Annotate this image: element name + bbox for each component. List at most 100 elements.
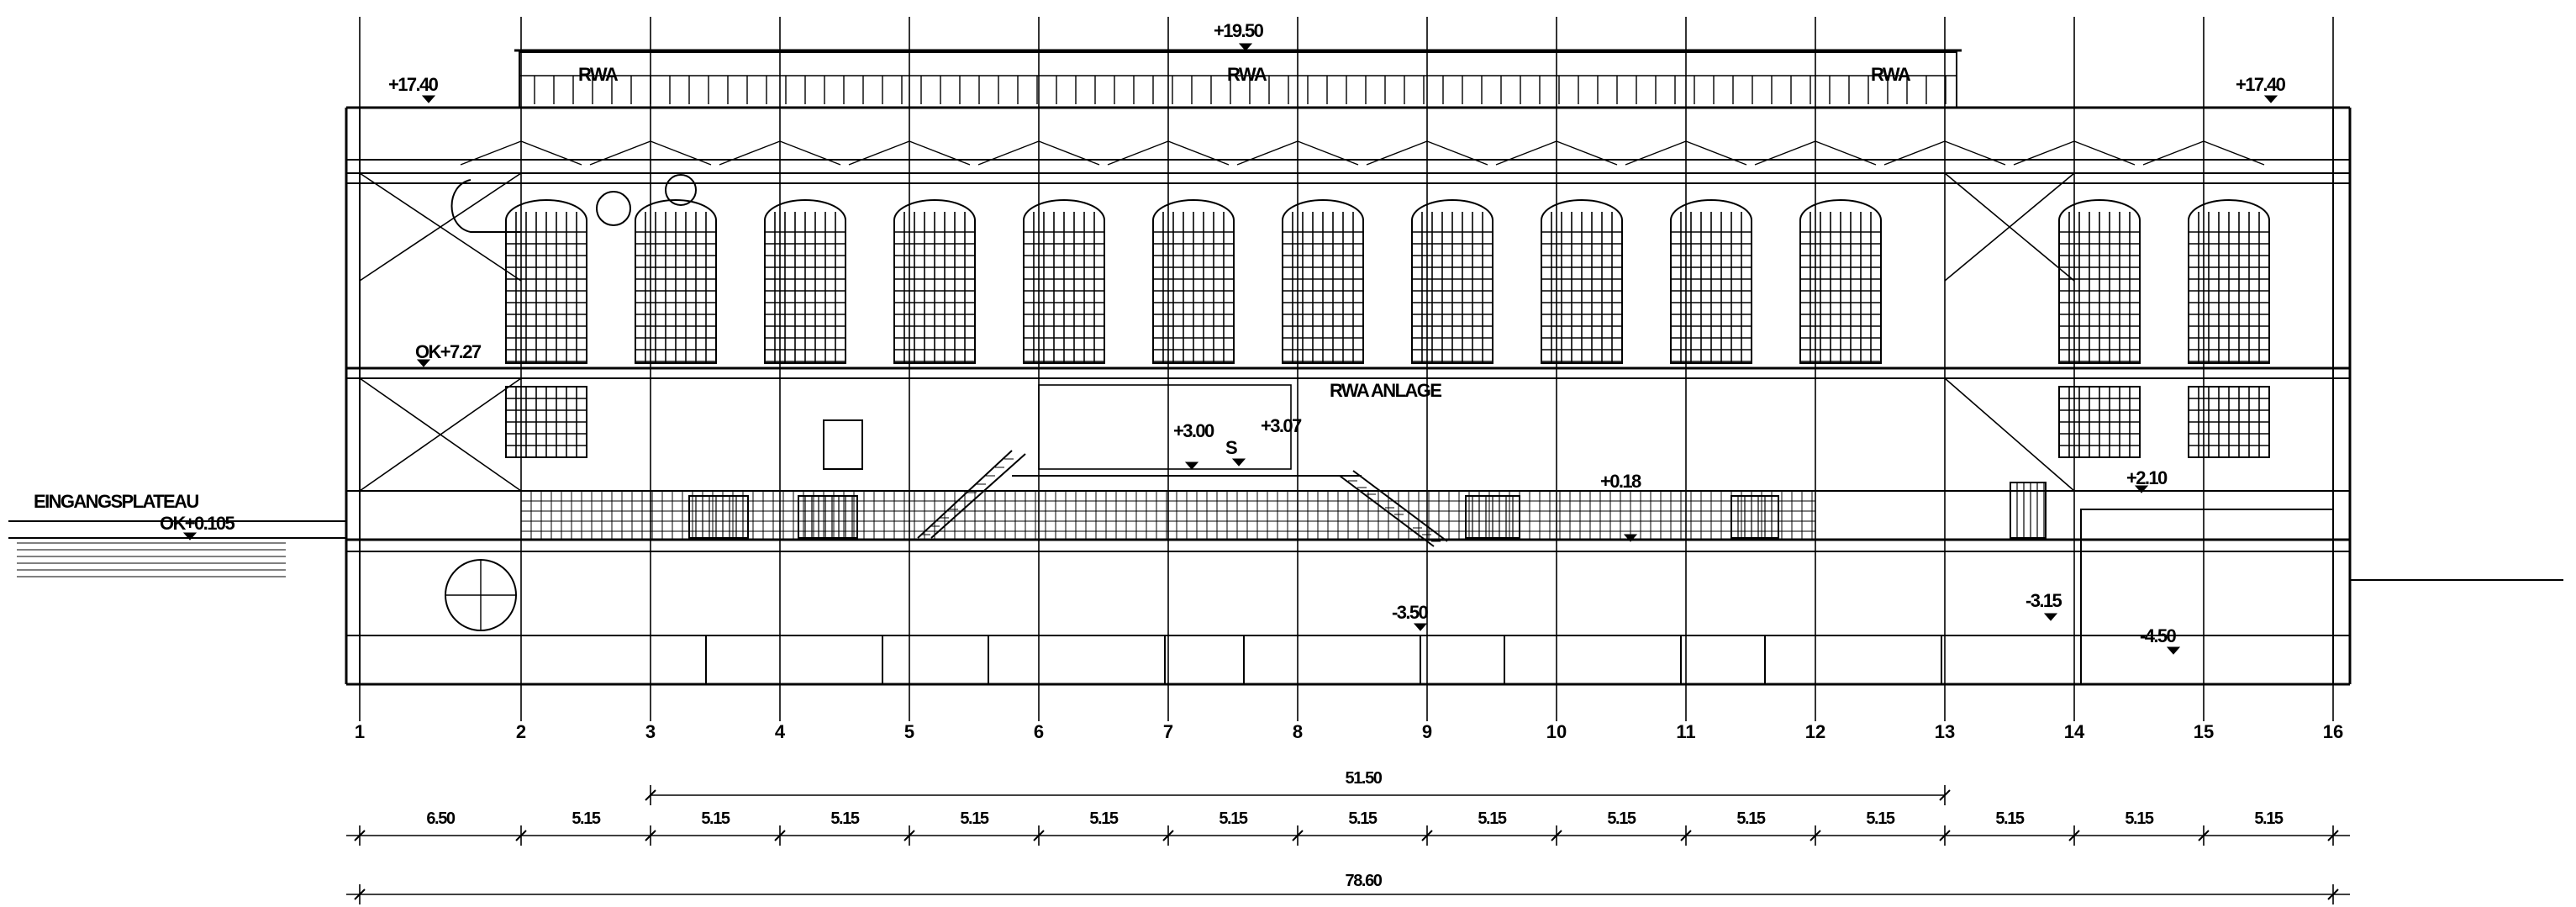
level-plus-210: +2.10 bbox=[2126, 467, 2168, 488]
dimension-tick bbox=[354, 830, 366, 841]
rwa-label-right: RWA bbox=[1871, 64, 1911, 85]
level-marker bbox=[182, 532, 198, 541]
axis-label: 9 bbox=[1422, 721, 1432, 742]
bracing bbox=[1944, 377, 2075, 492]
axis-label: 12 bbox=[1805, 721, 1825, 742]
bay-dimension: 5.15 bbox=[701, 809, 730, 828]
truss-member bbox=[1685, 140, 1747, 166]
level-minus-450: -4.50 bbox=[2140, 625, 2177, 646]
axis-label: 2 bbox=[516, 721, 526, 742]
stair-flight bbox=[1352, 470, 1448, 542]
duct-bend bbox=[450, 179, 521, 233]
drawing-linework bbox=[8, 17, 2563, 904]
arched-window bbox=[1799, 199, 1882, 364]
dimension-tick bbox=[1551, 830, 1562, 841]
stair-flight bbox=[930, 453, 1026, 539]
bay-dimension: 5.15 bbox=[1219, 809, 1248, 828]
dimension-tick bbox=[1162, 830, 1174, 841]
axis-label: 3 bbox=[645, 721, 656, 742]
arched-window bbox=[1282, 199, 1364, 364]
dimension-tick bbox=[1939, 830, 1951, 841]
axis-label: 16 bbox=[2323, 721, 2343, 742]
truss-member bbox=[520, 140, 582, 166]
truss-member bbox=[909, 140, 971, 166]
dimension-tick bbox=[354, 889, 366, 900]
bay-dimension: 5.15 bbox=[572, 809, 601, 828]
truss-member bbox=[1236, 140, 1299, 166]
axis-label: 6 bbox=[1034, 721, 1044, 742]
dimension-tick bbox=[645, 789, 656, 801]
truss-member bbox=[1107, 140, 1169, 166]
level-minus-350: -3.50 bbox=[1392, 602, 1429, 623]
dimension-tick bbox=[1680, 830, 1692, 841]
arched-window bbox=[1541, 199, 1623, 364]
dimension-tick bbox=[2198, 830, 2210, 841]
level-marker bbox=[1238, 43, 1253, 51]
truss-member bbox=[1815, 140, 1877, 166]
arched-window bbox=[2188, 199, 2270, 364]
truss-member bbox=[2142, 140, 2205, 166]
door-opening bbox=[2010, 482, 2047, 539]
bay-dimension: 5.15 bbox=[1995, 809, 2025, 828]
truss-member bbox=[1297, 140, 1359, 166]
truss-member bbox=[1883, 140, 1946, 166]
level-marker bbox=[2263, 95, 2278, 103]
arched-window bbox=[2058, 199, 2141, 364]
dimension-tick bbox=[1810, 830, 1821, 841]
level-top-center: +19.50 bbox=[1214, 20, 1264, 41]
truss-member bbox=[719, 140, 781, 166]
level-minus-315: -3.15 bbox=[2026, 590, 2062, 611]
bay-dimensions: 6.50 5.15 5.15 5.15 5.15 5.15 5.15 5.15 … bbox=[426, 809, 2284, 828]
monitor-roof bbox=[519, 51, 1957, 108]
truss-member bbox=[2013, 140, 2075, 166]
dimension-tick bbox=[1033, 830, 1045, 841]
dimension-tick bbox=[2068, 830, 2080, 841]
stair-flight bbox=[1339, 475, 1435, 547]
window-grids bbox=[505, 199, 2270, 458]
door-opening bbox=[688, 495, 749, 539]
truss-member bbox=[2073, 140, 2136, 166]
truss-member bbox=[1556, 140, 1618, 166]
axis-label: 14 bbox=[2064, 721, 2085, 742]
truss-member bbox=[848, 140, 910, 166]
truss-member bbox=[977, 140, 1040, 166]
level-marker bbox=[1623, 534, 1638, 542]
bay-dimension: 6.50 bbox=[426, 809, 456, 828]
dimension-tick bbox=[1292, 830, 1304, 841]
level-marker bbox=[416, 359, 431, 367]
bay-dimension: 5.15 bbox=[830, 809, 860, 828]
truss-member bbox=[1426, 140, 1488, 166]
axis-label: 15 bbox=[2194, 721, 2214, 742]
level-plus-018: +0.18 bbox=[1600, 471, 1641, 492]
arched-window bbox=[1023, 199, 1105, 364]
axis-label: 1 bbox=[355, 721, 365, 742]
rwa-label-left: RWA bbox=[578, 64, 619, 85]
level-marker bbox=[2166, 646, 2181, 655]
bay-dimension: 5.15 bbox=[1866, 809, 1895, 828]
level-plus-307: +3.07 bbox=[1261, 415, 1302, 436]
bay-dimension: 5.15 bbox=[960, 809, 989, 828]
truss-member bbox=[1038, 140, 1100, 166]
truss-member bbox=[1366, 140, 1428, 166]
bay-dimension: 5.15 bbox=[1607, 809, 1636, 828]
dimension-tick bbox=[2327, 889, 2339, 900]
rwa-anlage-label: RWA ANLAGE bbox=[1330, 380, 1441, 401]
level-top-right: +17.40 bbox=[2236, 74, 2286, 95]
foundation-pit bbox=[1764, 635, 1942, 685]
foundation-pit bbox=[1243, 635, 1421, 685]
axis-label: 10 bbox=[1546, 721, 1567, 742]
level-marker bbox=[421, 95, 436, 103]
truss-member bbox=[1495, 140, 1557, 166]
bay-dimension: 5.15 bbox=[1736, 809, 1766, 828]
truss-member bbox=[779, 140, 841, 166]
level-marker bbox=[2043, 613, 2058, 621]
duct-circle bbox=[665, 174, 697, 206]
rwa-label-center: RWA bbox=[1227, 64, 1267, 85]
truss-member bbox=[2203, 140, 2265, 166]
dimension-tick bbox=[774, 830, 786, 841]
eingangsplateau-label: EINGANGSPLATEAU bbox=[34, 491, 198, 512]
dimension-span-3-13: 51.50 bbox=[1345, 769, 1382, 788]
axis-label: 4 bbox=[775, 721, 786, 742]
arched-window bbox=[893, 199, 976, 364]
truss-member bbox=[1167, 140, 1230, 166]
